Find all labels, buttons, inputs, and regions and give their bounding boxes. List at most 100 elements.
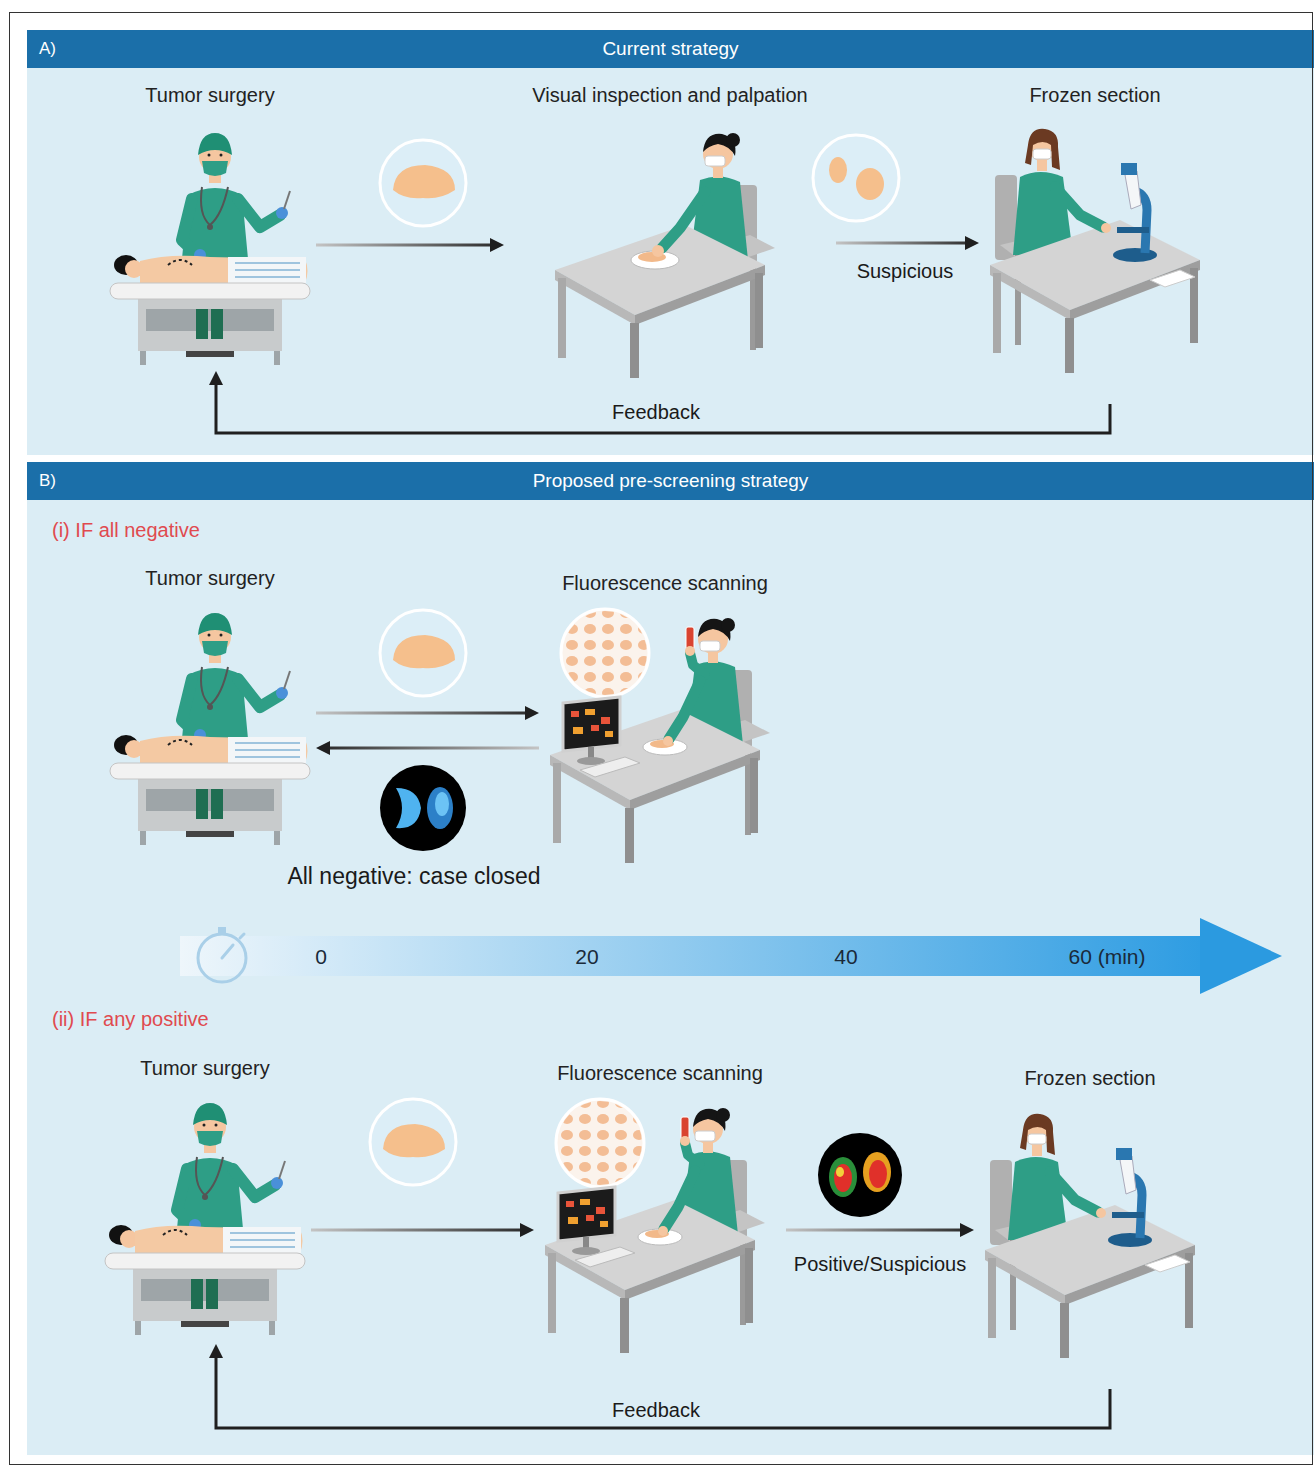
timeline-arrow — [180, 918, 1282, 994]
fluorescence-scene — [550, 609, 770, 863]
illustration-part — [198, 934, 246, 982]
station-heading: Fluorescence scanning — [562, 570, 768, 596]
microscope-scene — [990, 129, 1200, 373]
station-heading: Frozen section — [1024, 1065, 1155, 1091]
illustration-part — [383, 1124, 445, 1157]
illustration-part — [380, 610, 466, 696]
panel-title: Current strategy — [27, 38, 1314, 60]
panel-letter: B) — [39, 471, 56, 491]
surgery-scene — [105, 1103, 305, 1335]
connector-line — [216, 383, 1110, 433]
illustration-part — [829, 157, 847, 183]
illustration-part — [836, 1167, 844, 1177]
microscope-scene — [985, 1114, 1195, 1358]
edge-label: Feedback — [612, 1398, 700, 1422]
illustration-part — [370, 1099, 456, 1185]
illustration-part — [856, 168, 884, 200]
connector — [786, 1223, 974, 1237]
fluorescence-scene — [545, 1099, 765, 1353]
illustration-part — [380, 140, 466, 226]
connector-line — [216, 1356, 1110, 1428]
connector-line — [316, 244, 492, 247]
surgery-scene — [110, 133, 310, 365]
illustration-part — [829, 1157, 857, 1197]
connector-line — [836, 242, 967, 245]
station-heading: Visual inspection and palpation — [532, 82, 807, 108]
clock-icon — [198, 927, 246, 982]
arrow-head — [209, 1344, 223, 1358]
connector-line — [328, 747, 539, 750]
illustration-part — [427, 787, 453, 829]
arrow-head — [525, 706, 539, 720]
illustration-part — [863, 1152, 891, 1192]
annotation-label: 0 — [315, 944, 327, 969]
illustration-part — [869, 1160, 887, 1188]
illustration-part — [393, 165, 455, 198]
arrow-head — [965, 236, 979, 250]
station-node: Tumor surgery — [105, 1055, 305, 1340]
specimen-circle — [380, 140, 466, 226]
station-heading: Tumor surgery — [140, 1055, 269, 1081]
fluorescence-negative-image — [380, 765, 466, 851]
case-label: (ii) IF any positive — [52, 1007, 209, 1031]
illustration-part — [435, 792, 449, 816]
panel-letter: A) — [39, 39, 56, 59]
station-heading: Frozen section — [1029, 82, 1160, 108]
annotation-label: 40 — [834, 944, 857, 969]
station-node: Fluorescence scanning — [545, 570, 785, 885]
connector — [311, 1223, 534, 1237]
annotation-label: 20 — [575, 944, 598, 969]
station-node: Frozen section — [980, 1065, 1200, 1385]
illustration-part — [380, 765, 466, 851]
connector-line — [311, 1229, 522, 1232]
illustration-part — [396, 788, 421, 828]
inspection-scene — [555, 133, 775, 378]
specimen-circle — [370, 1099, 456, 1185]
connector — [209, 1344, 1110, 1428]
panel-header: B)Proposed pre-screening strategy — [27, 462, 1314, 500]
illustration-part — [218, 927, 226, 933]
connector-line — [316, 712, 527, 715]
illustration-part — [180, 936, 1210, 976]
edge-label: Feedback — [612, 400, 700, 424]
station-heading: Tumor surgery — [145, 565, 274, 591]
surgery-scene — [110, 613, 310, 845]
station-node: Tumor surgery — [110, 82, 310, 367]
panel-header: A)Current strategy — [27, 30, 1314, 68]
illustration-part — [393, 635, 455, 668]
illustration-part — [222, 934, 244, 958]
arrow-head — [490, 238, 504, 252]
edge-label: Suspicious — [857, 259, 954, 283]
edge-label: Positive/Suspicious — [794, 1252, 966, 1276]
arrow-head — [209, 371, 223, 385]
connector-line — [786, 1229, 962, 1232]
panel-title: Proposed pre-screening strategy — [27, 470, 1314, 492]
illustration-part — [813, 135, 899, 221]
case-label: (i) IF all negative — [52, 518, 200, 542]
connector — [316, 741, 539, 755]
station-node: Tumor surgery — [110, 565, 310, 850]
illustration-part — [834, 1164, 852, 1192]
station-node: Visual inspection and palpation — [510, 82, 830, 382]
station-heading: Fluorescence scanning — [557, 1060, 763, 1086]
connector — [836, 236, 979, 250]
illustration-part — [1200, 918, 1282, 994]
station-heading: Tumor surgery — [145, 82, 274, 108]
annotation-label: 60 (min) — [1068, 944, 1145, 969]
arrow-head — [316, 741, 330, 755]
illustration-part — [818, 1133, 902, 1217]
connector — [209, 371, 1110, 433]
fluorescence-positive-image — [818, 1133, 902, 1217]
connector — [316, 706, 539, 720]
connector — [316, 238, 504, 252]
station-node: Frozen section — [985, 82, 1205, 400]
panel-band: A)Current strategyTumor surgery Visual in… — [27, 30, 1314, 455]
station-node: Fluorescence scanning — [540, 1060, 780, 1375]
annotation-label: All negative: case closed — [287, 863, 540, 890]
specimen-circle — [813, 135, 899, 221]
arrow-head — [960, 1223, 974, 1237]
arrow-head — [520, 1223, 534, 1237]
